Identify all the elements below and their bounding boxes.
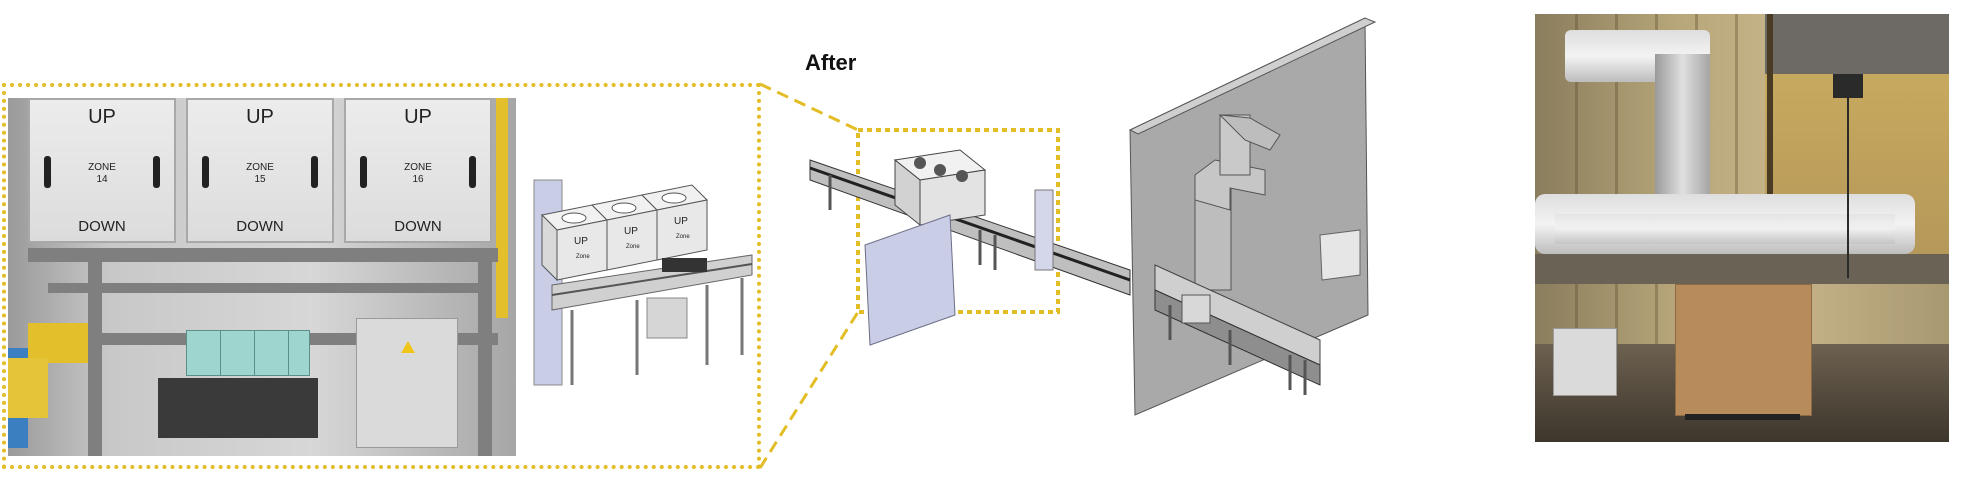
cad-overview-render bbox=[809, 17, 1377, 416]
cad-cabinet-up-label: UP bbox=[574, 236, 588, 247]
zone-number: 16 bbox=[412, 174, 424, 185]
duct-vertical bbox=[1655, 54, 1710, 204]
warning-icon bbox=[401, 341, 415, 353]
hoist bbox=[1833, 74, 1863, 98]
cad-cabinet-zone-label: Zone bbox=[676, 234, 690, 240]
cad-wall-top bbox=[1128, 17, 1377, 135]
mid-frame-beam bbox=[48, 283, 488, 293]
cad-cabinet-zone-label: Zone bbox=[626, 244, 640, 250]
cad-closeup-render: UP Zone UP Zone UP Zone bbox=[533, 179, 753, 386]
cabinet-up-label: UP bbox=[404, 106, 432, 128]
frame-post bbox=[88, 248, 102, 456]
cad-cabinet-zone-label: Zone bbox=[576, 254, 590, 260]
cad-conveyor-rail bbox=[551, 263, 753, 296]
control-box bbox=[1553, 328, 1617, 396]
callout-dotted-frame bbox=[2, 83, 761, 469]
after-installation-photo bbox=[1535, 14, 1949, 442]
zoom-inset-frame bbox=[856, 128, 1060, 314]
cabinet-zone-label: ZONE 14 bbox=[30, 162, 174, 186]
hoist-chain bbox=[1847, 98, 1849, 278]
zone-cabinet-14: UP ZONE 14 DOWN bbox=[28, 98, 176, 243]
motor-assembly bbox=[158, 378, 318, 438]
cabinet-zone-label: ZONE 16 bbox=[346, 162, 490, 186]
cardboard-panel bbox=[1675, 284, 1812, 416]
cad-side-panel bbox=[864, 214, 956, 346]
before-machine-photo: UP ZONE 14 DOWN UP ZONE 15 DOWN UP ZONE bbox=[8, 98, 516, 456]
zone-word: ZONE bbox=[246, 162, 274, 173]
after-title: After bbox=[805, 50, 857, 75]
zone-number: 15 bbox=[254, 174, 266, 185]
cad-wall-box bbox=[1319, 229, 1361, 281]
frame-post bbox=[478, 248, 492, 456]
cabinet-handle bbox=[202, 156, 209, 188]
cad-cabinet-up-label: UP bbox=[624, 226, 638, 237]
cabinet-up-label: UP bbox=[88, 106, 116, 128]
panel-cart bbox=[1685, 414, 1800, 420]
cad-post bbox=[1034, 189, 1054, 271]
cabinet-up-label: UP bbox=[246, 106, 274, 128]
cad-cabinet-1: UP Zone bbox=[540, 204, 609, 282]
steel-column bbox=[1767, 14, 1773, 274]
duct-manifold-shadow bbox=[1555, 214, 1895, 244]
yellow-guard-post bbox=[496, 98, 508, 318]
cad-control-box bbox=[646, 297, 688, 339]
zone-number: 14 bbox=[96, 174, 108, 185]
cad-cabinet-2: UP Zone bbox=[590, 194, 659, 271]
cabinet-handle bbox=[44, 156, 51, 188]
cad-conveyor-rail bbox=[809, 166, 1131, 282]
cabinet-down-label: DOWN bbox=[78, 218, 126, 235]
teal-breaker bbox=[288, 330, 310, 376]
cad-cabinet-3: UP Zone bbox=[640, 184, 709, 261]
cabinet-zone-label: ZONE 15 bbox=[188, 162, 332, 186]
zoom-line-bottom bbox=[758, 311, 860, 469]
cad-motor bbox=[662, 258, 707, 272]
yellow-panel bbox=[8, 358, 48, 418]
teal-breaker bbox=[254, 330, 290, 376]
teal-breaker bbox=[186, 330, 222, 376]
top-frame-beam bbox=[28, 248, 498, 262]
control-box bbox=[356, 318, 458, 448]
zone-cabinet-16: UP ZONE 16 DOWN bbox=[344, 98, 492, 243]
cabinet-handle bbox=[153, 156, 160, 188]
cad-duct-top-bend bbox=[1218, 114, 1281, 151]
cabinet-down-label: DOWN bbox=[394, 218, 442, 235]
cabinet-handle bbox=[311, 156, 318, 188]
teal-breaker bbox=[220, 330, 256, 376]
cabinet-handle bbox=[360, 156, 367, 188]
zone-word: ZONE bbox=[404, 162, 432, 173]
cabinet-down-label: DOWN bbox=[236, 218, 284, 235]
zone-word: ZONE bbox=[88, 162, 116, 173]
zone-cabinet-15: UP ZONE 15 DOWN bbox=[186, 98, 334, 243]
cad-small-box bbox=[1181, 294, 1211, 324]
yellow-guard bbox=[28, 323, 88, 363]
cad-cabinet-up-label: UP bbox=[674, 216, 688, 227]
conveyor bbox=[1535, 254, 1949, 284]
ceiling bbox=[1765, 14, 1949, 74]
zone-cabinet-row: UP ZONE 14 DOWN UP ZONE 15 DOWN UP ZONE bbox=[28, 98, 498, 248]
cad-overview-cabinets bbox=[893, 149, 987, 227]
cabinet-handle bbox=[469, 156, 476, 188]
